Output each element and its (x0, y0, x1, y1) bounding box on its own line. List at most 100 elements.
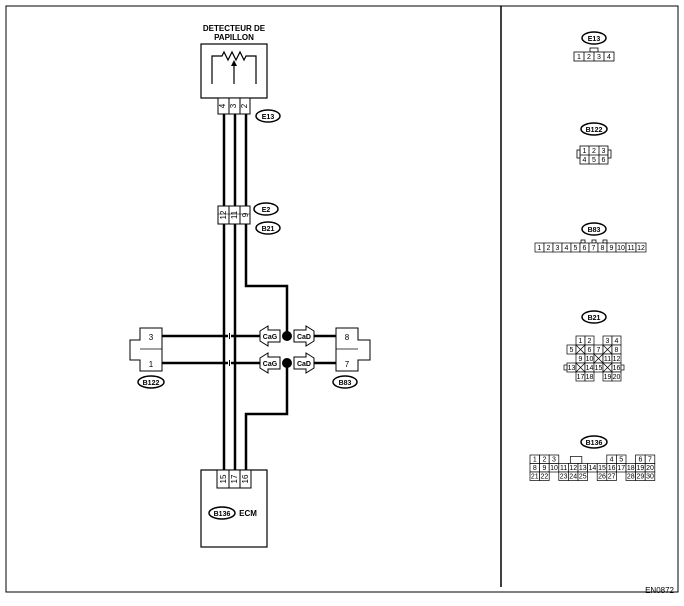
e13-pin: 2 (240, 103, 249, 108)
e13-pin: 3 (229, 103, 238, 108)
b122-connector-view: B122 1 2 3 4 5 6 (576, 122, 612, 165)
b122-pin: 1 (149, 360, 154, 369)
b136-pin: 17 (230, 474, 239, 483)
sensor-title-line2: PAPILLON (214, 33, 254, 42)
b136-view-pin: 9 (542, 465, 546, 472)
b83-view-pin: 3 (556, 245, 560, 252)
b83-view-pin: 2 (547, 245, 551, 252)
b21-tag: B21 (262, 226, 275, 233)
throttle-sensor: DETECTEUR DE PAPILLON (200, 24, 268, 99)
b83-pin: 7 (345, 360, 350, 369)
b83-view-pin: 10 (617, 245, 625, 252)
e2-b21-connector: 12 11 9 E2 B21 (217, 202, 281, 235)
b136-view-pin-cell (577, 471, 588, 481)
b136-view-tab-cell (569, 456, 583, 464)
b122-tag-oval (137, 375, 165, 389)
e13-tag-oval (255, 109, 281, 123)
b136-view-pin: 21 (531, 474, 539, 481)
b83-view-pin: 7 (592, 245, 596, 252)
junction-dot-lower (282, 358, 292, 368)
cag-connector-lower: CaG (259, 352, 281, 374)
sensor-title-line1: DETECTEUR DE (203, 24, 266, 33)
b136-view-pin: 2 (542, 457, 546, 464)
b136-view-pin: 18 (627, 465, 635, 472)
cag-label: CaG (263, 361, 278, 368)
b83-view-pin: 11 (627, 245, 634, 252)
b21-view-pin: 7 (597, 347, 601, 354)
b83-view-pin: 1 (538, 245, 542, 252)
e13-view-tag: E13 (588, 36, 601, 43)
e2-tag: E2 (262, 207, 271, 214)
ecm-block: 15 17 16 B136 ECM (200, 469, 268, 548)
b21-view-pin: 3 (606, 338, 610, 345)
e13-connector-view: E13 1 2 3 4 (573, 31, 615, 62)
b21-view-pin: 9 (579, 356, 583, 363)
b136-view-pin: 10 (550, 465, 558, 472)
b83-view-pin: 6 (583, 245, 587, 252)
b21-view-pin: 10 (586, 356, 594, 363)
b21-view-blank-cross (575, 362, 586, 373)
b83-view-pin: 5 (574, 245, 578, 252)
b83-view-pin-cell (635, 242, 647, 253)
b83-pin: 8 (345, 333, 350, 342)
b136-view-pin: 3 (552, 457, 556, 464)
b21-view-pin: 1 (579, 338, 583, 345)
b136-view-pin: 13 (579, 465, 587, 472)
b21-view-pin: 13 (568, 365, 576, 372)
junction-dot-upper (282, 331, 292, 341)
b136-view-pin: 20 (646, 465, 654, 472)
cad-label: CaD (297, 334, 311, 341)
b83-view-pin: 8 (601, 245, 605, 252)
b83-view-pin: 9 (610, 245, 614, 252)
b21-view-pin: 4 (615, 338, 619, 345)
b21-pin: 11 (230, 210, 239, 219)
cag-label: CaG (263, 334, 278, 341)
e2-tag-oval (253, 202, 279, 216)
b136-view-pin: 25 (579, 474, 587, 481)
e13-view-pin: 4 (607, 54, 611, 61)
b21-view-blank-cross (593, 353, 604, 364)
shield-ground-wire (244, 224, 289, 336)
b136-view-pin: 1 (533, 457, 537, 464)
e13-view-pin: 3 (597, 54, 601, 61)
b21-view-pin: 8 (615, 347, 619, 354)
b83-connector: 8 7 B83 (332, 327, 371, 389)
b122-view-pin: 4 (583, 157, 587, 164)
b136-view-pin: 12 (569, 465, 577, 472)
b21-view-pin: 11 (604, 356, 611, 363)
b122-tag: B122 (143, 380, 160, 387)
b21-view-pin: 15 (595, 365, 603, 372)
e13-connector: 4 3 2 E13 (217, 97, 281, 123)
b136-view-pin: 29 (637, 474, 645, 481)
b83-tag-oval (332, 375, 358, 389)
ecm-connector-tag: B136 (214, 511, 231, 518)
b136-view-pin: 14 (589, 465, 597, 472)
b21-view-blank-cross (602, 344, 613, 355)
b83-tag: B83 (339, 380, 352, 387)
b136-view-pin: 23 (560, 474, 568, 481)
b21-view-pin: 19 (604, 374, 612, 381)
b122-connector: 3 1 B122 (129, 327, 165, 389)
b136-view-pin: 11 (560, 465, 567, 472)
b136-view-pin: 8 (533, 465, 537, 472)
b136-view-tag: B136 (586, 440, 603, 447)
b21-view-pin: 17 (577, 374, 585, 381)
b136-view-pin-cell (606, 471, 617, 481)
e13-view-pin: 2 (587, 54, 591, 61)
b136-view-pin: 27 (608, 474, 616, 481)
b136-view-pin: 22 (541, 474, 549, 481)
b136-view-pin: 16 (608, 465, 616, 472)
outer-frame (5, 5, 679, 593)
cag-connector-upper: CaG (259, 325, 281, 347)
b136-view-pin: 17 (617, 465, 625, 472)
b136-view-pin: 7 (648, 457, 652, 464)
b83-view-pin: 4 (565, 245, 569, 252)
b21-view-pin: 16 (613, 365, 621, 372)
b136-view-pin: 4 (610, 457, 614, 464)
ecm-label: ECM (239, 509, 257, 518)
